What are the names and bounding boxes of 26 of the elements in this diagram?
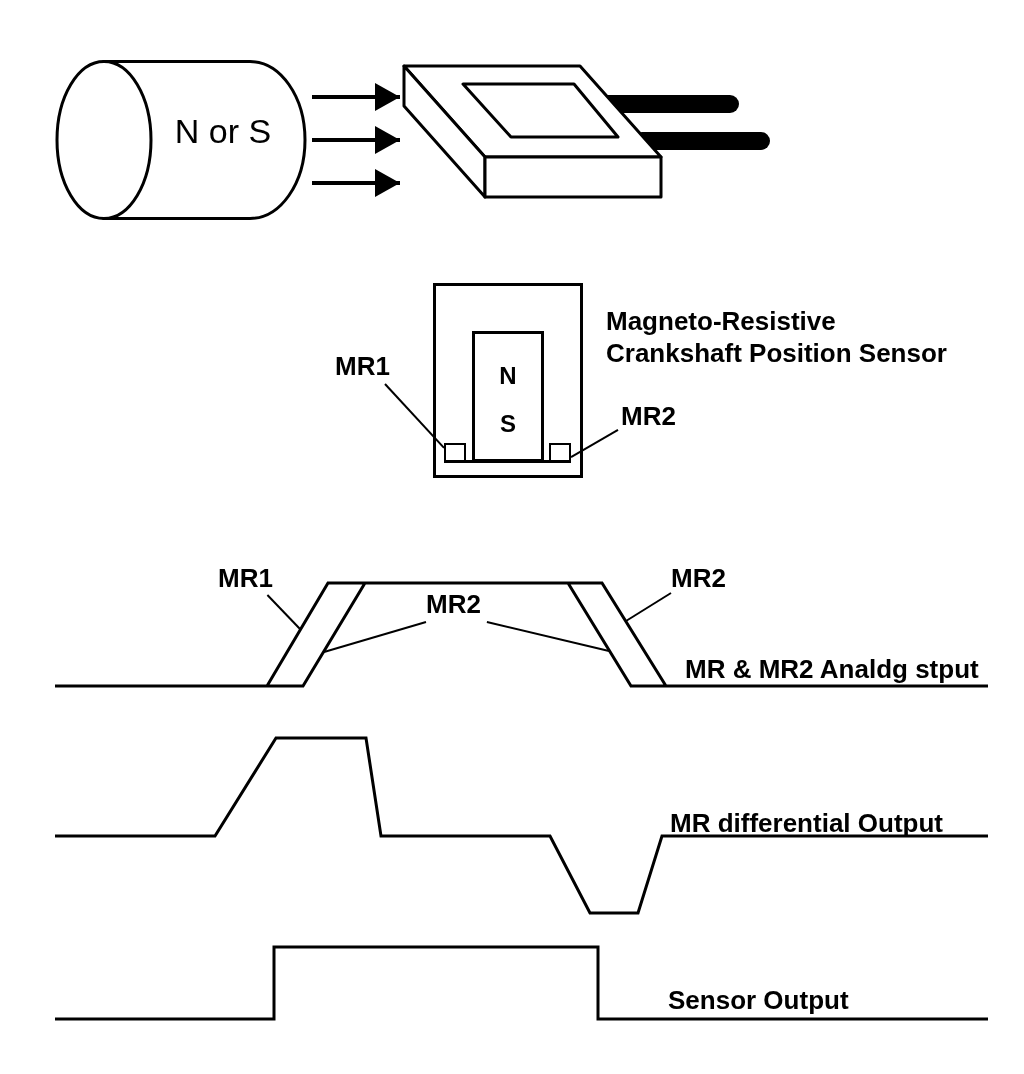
waveform-label: MR differential Output bbox=[670, 808, 943, 838]
pole-label: N bbox=[499, 362, 517, 390]
waveform-label: MR & MR2 Analdg stput bbox=[685, 654, 979, 684]
magnet-bar bbox=[472, 331, 544, 462]
callout-label: MR1 bbox=[218, 563, 273, 593]
leader-line bbox=[625, 592, 672, 622]
callout-label: MR2 bbox=[621, 401, 676, 431]
arrow bbox=[312, 126, 400, 154]
arrow bbox=[312, 83, 400, 111]
sensor-element bbox=[549, 443, 571, 462]
sensor-element bbox=[444, 443, 466, 462]
callout-label: MR2 bbox=[426, 589, 481, 619]
callout-label: MR1 bbox=[335, 351, 390, 381]
sensor-housing bbox=[433, 283, 583, 478]
callout-label: MR2 bbox=[671, 563, 726, 593]
leader-line bbox=[384, 383, 445, 449]
waveform-label: Sensor Output bbox=[668, 985, 849, 1015]
leader-line bbox=[323, 621, 427, 653]
pole-label: S bbox=[500, 410, 516, 438]
leader-line bbox=[266, 594, 301, 630]
sensor-caption: Magneto-Resistive Crankshaft Position Sensor bbox=[606, 305, 948, 369]
pole-label: N or S bbox=[174, 111, 272, 151]
leader-line bbox=[485, 621, 610, 652]
leader-line bbox=[570, 428, 619, 459]
arrow bbox=[312, 169, 400, 197]
magnet-cylinder bbox=[55, 60, 308, 220]
